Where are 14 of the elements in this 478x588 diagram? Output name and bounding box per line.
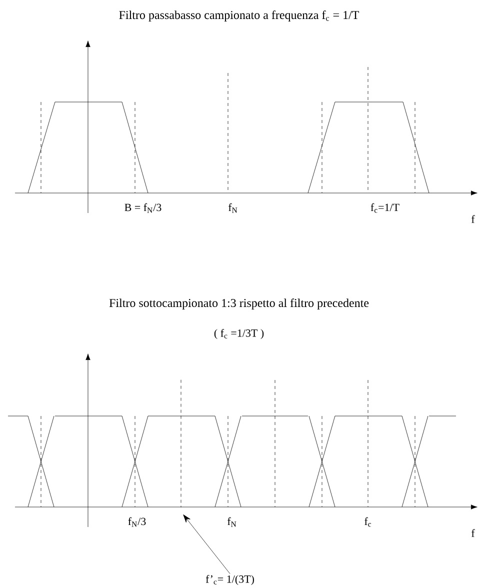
heading: Filtro sottocampionato 1:3 rispetto al filtro precedente [109, 298, 369, 310]
axis-label: f$_{N}$ [228, 203, 238, 213]
axis-label: f$_{N}$ [227, 517, 236, 527]
axis-label: f [472, 529, 475, 537]
caption-text: f’$_{c}$= 1/(3T) [206, 574, 254, 586]
axis-label: f$_{N}$/3 [128, 517, 146, 527]
axis-label: f$_{c}$=1/T [370, 203, 400, 213]
axis-label: B = f$_{N}$/3 [124, 203, 162, 213]
leader-arrow [183, 514, 230, 574]
subheading: ( f$_{c}$ =1/3T ) [214, 328, 264, 340]
axis-label: f [472, 215, 475, 223]
axis-label: f$_{c}$ [364, 517, 372, 527]
heading: Filtro passabasso campionato a frequenza f$_{c}$ = 1/T [119, 10, 359, 22]
dashed-marker-line [180, 380, 182, 508]
